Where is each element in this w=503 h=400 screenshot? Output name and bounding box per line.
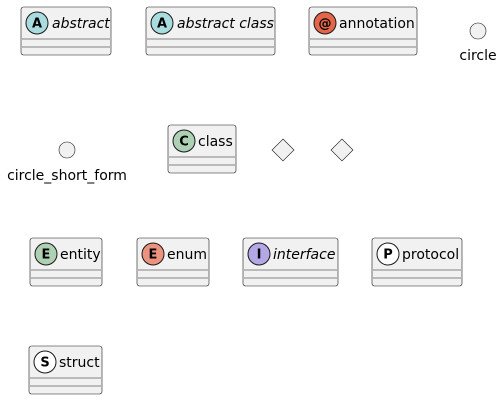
annotation-element[interactable]: @ annotation	[308, 6, 418, 56]
protocol-element[interactable]: P protocol	[371, 237, 463, 287]
abstract-badge-icon	[25, 11, 49, 35]
protocol-name: protocol	[402, 247, 459, 263]
entity-badge-letter: E	[42, 248, 51, 263]
enum-badge-icon	[141, 242, 165, 266]
struct-badge-letter: S	[40, 356, 49, 371]
circle-short-form-node-icon	[58, 141, 76, 159]
abstract-badge-letter: A	[32, 17, 42, 32]
class-badge-letter: C	[179, 135, 189, 150]
class-name: class	[198, 134, 233, 150]
abstract-name: abstract	[52, 16, 110, 32]
entity-badge-icon	[34, 242, 58, 266]
abstract-class-name: abstract class	[177, 16, 274, 32]
abstract-class-badge-letter: A	[157, 17, 167, 32]
entity-name: entity	[60, 247, 101, 263]
protocol-badge-icon	[376, 242, 400, 266]
abstract-class-badge-icon	[150, 11, 174, 35]
class-element[interactable]: C class	[167, 124, 237, 174]
struct-element[interactable]: S struct	[28, 345, 103, 395]
interface-badge-icon	[247, 242, 271, 266]
struct-badge-icon	[33, 350, 57, 374]
interface-badge-letter: I	[257, 248, 262, 263]
annotation-name: annotation	[339, 16, 415, 32]
circle-short-form-element[interactable]: circle_short_form	[7, 141, 127, 184]
struct-name: struct	[59, 355, 100, 371]
abstract-class-element[interactable]: A abstract class	[145, 6, 276, 56]
interface-element[interactable]: I interface	[242, 237, 339, 287]
class-badge-icon	[172, 129, 196, 153]
annotation-badge-icon	[313, 11, 337, 35]
circle-short-form-name: circle_short_form	[7, 168, 127, 184]
circle-name: circle	[459, 48, 496, 64]
enum-name: enum	[167, 247, 207, 263]
enum-element[interactable]: E enum	[136, 237, 210, 287]
abstract-element[interactable]: A abstract	[20, 6, 112, 56]
entity-element[interactable]: E entity	[29, 237, 103, 287]
circle-node-icon	[469, 22, 487, 40]
interface-name: interface	[273, 247, 335, 263]
diamond-node-2[interactable]	[330, 138, 354, 162]
enum-badge-letter: E	[149, 248, 158, 263]
circle-element[interactable]: circle	[459, 22, 497, 64]
annotation-badge-letter: @	[319, 17, 332, 32]
diamond-node-1[interactable]	[271, 138, 295, 162]
protocol-badge-letter: P	[383, 248, 393, 263]
